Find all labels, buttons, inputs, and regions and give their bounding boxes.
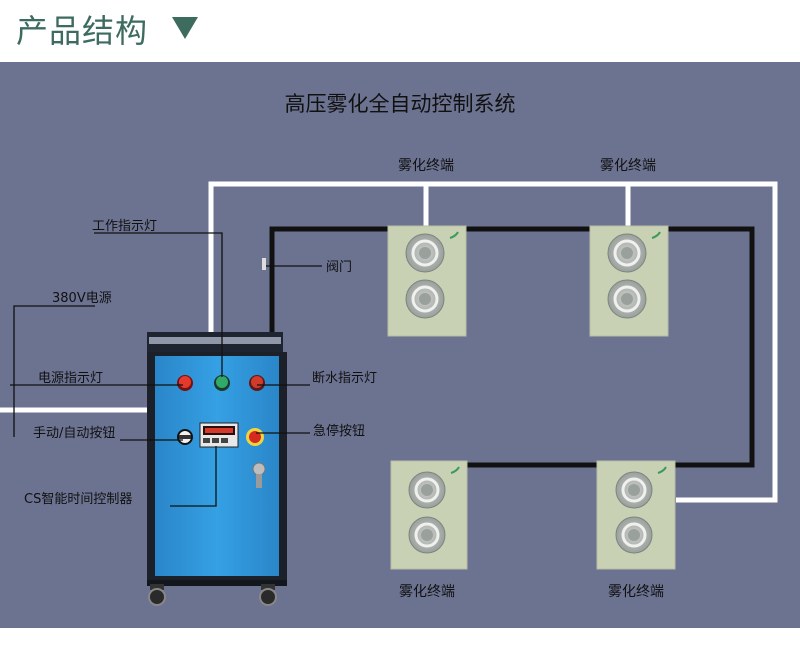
section-title: 产品结构: [16, 12, 149, 50]
mist-terminal: [390, 460, 468, 570]
door-handle: [252, 462, 266, 488]
fan-icon: [607, 279, 647, 319]
label-work-light: 工作指示灯: [92, 219, 157, 234]
work-indicator-light: [214, 375, 230, 391]
wheel: [148, 584, 166, 606]
valve: [262, 258, 266, 270]
label-emergency-stop: 急停按钮: [313, 423, 365, 439]
fan-icon: [615, 471, 653, 509]
mist-terminal: [596, 460, 676, 570]
triangle-down-icon: [172, 17, 198, 39]
header: 产品结构: [0, 0, 800, 62]
control-cabinet: [147, 332, 287, 606]
fan-icon: [405, 279, 445, 319]
diagram-title: 高压雾化全自动控制系统: [285, 92, 516, 116]
cs-timer-controller[interactable]: [199, 422, 239, 448]
label-manual-auto: 手动/自动按钮: [33, 426, 115, 441]
leader-lines: [10, 232, 322, 507]
wheel: [259, 584, 277, 606]
terminal-label: 雾化终端: [600, 158, 656, 174]
label-power-light: 电源指示灯: [38, 371, 103, 386]
bottom-strip: [0, 628, 800, 650]
black-pipe: [269, 226, 755, 468]
fan-icon: [408, 516, 446, 554]
label-cs-controller: CS智能时间控制器: [24, 492, 132, 507]
fan-icon: [607, 233, 647, 273]
label-valve: 阀门: [326, 260, 352, 275]
emergency-stop-button[interactable]: [246, 428, 264, 446]
fan-icon: [408, 471, 446, 509]
label-water-cutoff-light: 断水指示灯: [312, 371, 377, 386]
fan-icon: [615, 516, 653, 554]
terminal-label: 雾化终端: [398, 158, 454, 174]
mist-terminal: [589, 225, 669, 337]
power-indicator-light: [177, 375, 193, 391]
manual-auto-switch[interactable]: [177, 429, 193, 445]
water-cutoff-indicator-light: [249, 375, 265, 391]
mist-terminal: [387, 225, 467, 337]
label-380v-power: 380V电源: [52, 291, 112, 306]
fan-icon: [405, 233, 445, 273]
terminal-label: 雾化终端: [608, 584, 664, 600]
terminal-label: 雾化终端: [399, 584, 455, 600]
